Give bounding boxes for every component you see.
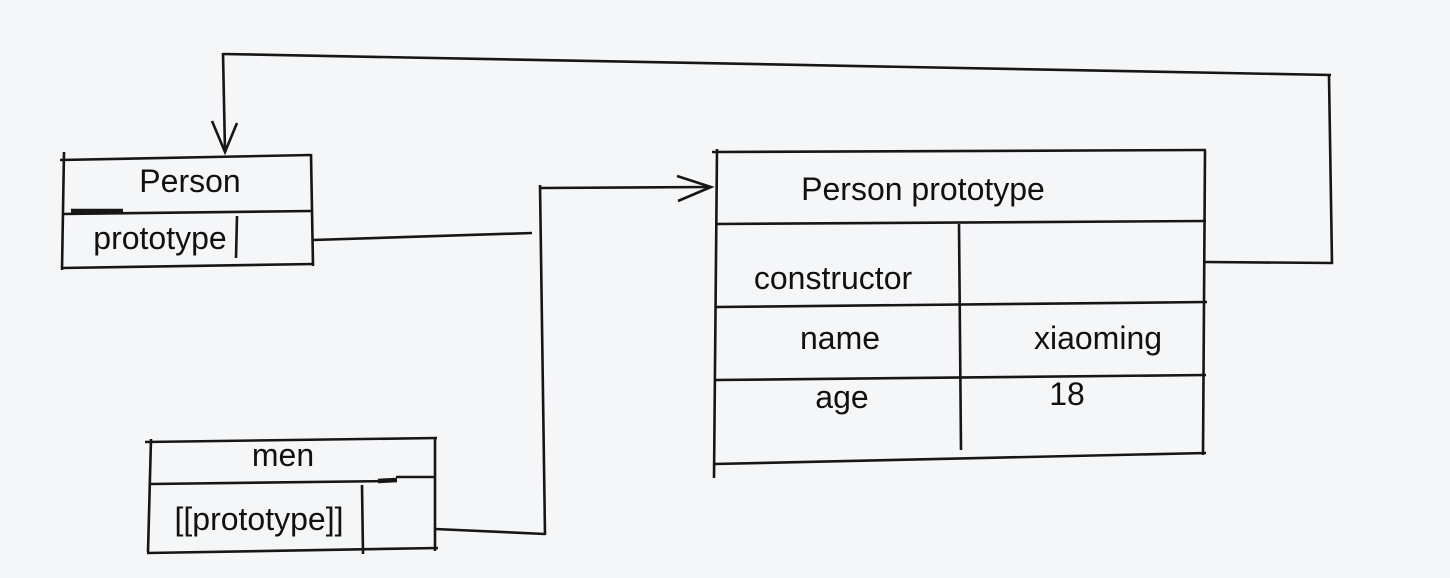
arrowhead-down-icon [210, 120, 239, 156]
men-box-top-border [144, 436, 438, 444]
men-box-title-divider [150, 479, 393, 486]
men-box-bottom-border [146, 546, 439, 555]
loop-left-vertical [221, 52, 227, 152]
table-row-age-value: 18 [1049, 376, 1085, 412]
table-bottom-border [713, 451, 1207, 466]
person-box-title-divider [61, 209, 312, 216]
person-box-bottom-border [61, 262, 315, 270]
person-box-top-border [59, 153, 312, 162]
men-box-cell-divider [360, 484, 365, 555]
table-row-divider-constructor [715, 300, 1208, 309]
men-connector-horizontal [434, 527, 546, 536]
table-row-name-key: name [800, 320, 880, 356]
loop-top-horizontal [222, 52, 1332, 77]
table-left-border [712, 148, 719, 479]
table-top-border [711, 148, 1207, 154]
person-box: Person prototype [59, 151, 315, 271]
men-connector-arrow-shaft [539, 185, 709, 190]
men-connector-vertical-trunk [538, 184, 547, 536]
men-box: men [[prototype]] [144, 436, 439, 555]
men-box-title: men [252, 437, 314, 473]
loop-right-vertical [1327, 75, 1334, 265]
person-box-left-border [60, 151, 66, 271]
table-title-divider [714, 219, 1207, 226]
person-box-right-border [309, 153, 315, 267]
men-box-title-divider-overdraw [377, 477, 398, 484]
table-title: Person prototype [801, 171, 1045, 207]
connector-person-prototype-to-table [312, 231, 533, 242]
men-prototype-label: [[prototype]] [175, 501, 344, 537]
person-prototype-table: Person prototype constructor name xiaomi… [711, 148, 1208, 479]
table-column-divider [957, 223, 963, 451]
table-row-age-key: age [815, 379, 868, 415]
person-box-cell-divider [234, 215, 239, 259]
connector-men-prototype-to-table [434, 174, 715, 536]
person-prototype-label: prototype [93, 220, 226, 256]
table-row-name-value: xiaoming [1034, 320, 1162, 356]
arrowhead-right-icon [676, 174, 715, 203]
connector-constructor-to-person [210, 52, 1334, 265]
loop-bottom-horizontal [1203, 260, 1334, 265]
person-prototype-connector-line [312, 231, 533, 242]
person-box-title: Person [139, 163, 240, 199]
men-box-left-border [146, 438, 153, 553]
table-row-constructor-key: constructor [754, 260, 913, 296]
